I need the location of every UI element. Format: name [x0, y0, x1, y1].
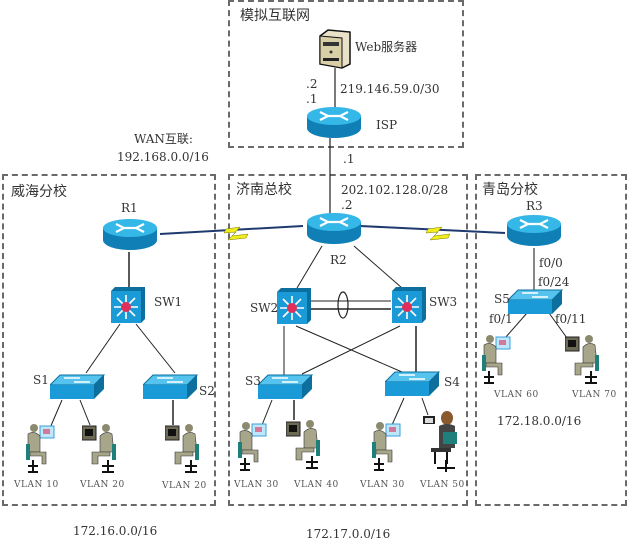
- host-vlan-label: VLAN 20: [80, 480, 125, 490]
- serial-bolt-icon: [425, 226, 451, 241]
- r3-port-label: f0/0: [539, 256, 563, 270]
- s1-switch-icon[interactable]: [50, 373, 106, 401]
- link-s5-host-a: [504, 312, 528, 339]
- wan-subnet-label: 192.168.0.0/16: [117, 150, 209, 164]
- s5-uplink-port-label: f0/24: [538, 275, 570, 289]
- server-label: Web服务器: [355, 40, 418, 54]
- zone-jinan-subnet: 172.17.0.0/16: [306, 527, 391, 541]
- isp-label: ISP: [376, 118, 398, 132]
- s1-label: S1: [33, 373, 49, 387]
- link-s1-host: [79, 399, 91, 426]
- r1-router-icon[interactable]: [100, 218, 160, 252]
- s5-label: S5: [494, 292, 510, 306]
- sw2-multilayer-switch-icon[interactable]: [275, 288, 313, 326]
- sw3-multilayer-switch-icon[interactable]: [390, 287, 428, 325]
- serial-bolt-icon: [223, 226, 249, 241]
- s3-label: S3: [245, 374, 261, 388]
- zone-qingdao-title: 青岛分校: [482, 182, 538, 198]
- s5-port-b-label: f0/11: [555, 312, 587, 326]
- host-vlan-label: VLAN 50: [420, 480, 465, 490]
- host-vlan-label: VLAN 10: [14, 480, 59, 490]
- host-workstation-icon[interactable]: [480, 333, 516, 387]
- s3-switch-icon[interactable]: [258, 373, 314, 401]
- host-workstation-icon[interactable]: [370, 420, 406, 474]
- isp-upstream-ip-label: .1: [306, 92, 318, 106]
- host-workstation-icon[interactable]: [24, 422, 60, 476]
- link-r2-sw2: [296, 245, 323, 289]
- host-vlan-label: VLAN 60: [494, 390, 539, 400]
- server-ip-label: .2: [306, 77, 318, 91]
- wan-label: WAN互联:: [134, 132, 193, 146]
- host-laptop-user-icon[interactable]: [421, 408, 461, 474]
- host-workstation-icon[interactable]: [565, 333, 601, 387]
- host-workstation-icon[interactable]: [82, 422, 118, 476]
- host-workstation-icon[interactable]: [165, 422, 201, 476]
- s5-port-a-label: f0/1: [489, 312, 513, 326]
- etherchannel-icon: [337, 291, 349, 319]
- link-sw1-s2: [135, 323, 176, 374]
- link-sw1-s1: [85, 323, 121, 374]
- host-vlan-label: VLAN 40: [294, 480, 339, 490]
- link-s3-host: [261, 399, 273, 426]
- link-s4-host: [391, 397, 405, 426]
- sw1-multilayer-switch-icon[interactable]: [109, 287, 147, 325]
- s2-switch-icon[interactable]: [143, 373, 199, 401]
- link-sw2-s4: [295, 325, 403, 373]
- zone-internet: [228, 0, 464, 148]
- s4-switch-icon[interactable]: [385, 370, 441, 398]
- web-server-icon[interactable]: [316, 28, 354, 70]
- r3-router-icon[interactable]: [505, 213, 563, 249]
- host-vlan-label: VLAN 30: [234, 480, 279, 490]
- host-workstation-icon[interactable]: [236, 420, 272, 474]
- zone-jinan-title: 济南总校: [236, 182, 292, 198]
- zone-weihai-title: 威海分校: [11, 184, 67, 200]
- isp-downstream-ip-label: .1: [343, 152, 355, 166]
- host-vlan-label: VLAN 70: [572, 390, 617, 400]
- r2-label: R2: [330, 253, 347, 267]
- r2-router-icon[interactable]: [305, 212, 363, 246]
- isp-link-subnet-label: 202.102.128.0/28: [341, 183, 449, 197]
- zone-jinan: [228, 174, 468, 506]
- link-sw3-s3: [301, 325, 401, 375]
- zone-internet-title: 模拟互联网: [240, 8, 310, 24]
- s4-label: S4: [444, 375, 460, 389]
- host-vlan-label: VLAN 20: [162, 481, 207, 491]
- host-workstation-icon[interactable]: [286, 418, 322, 472]
- r1-label: R1: [121, 201, 138, 215]
- zone-qingdao-subnet: 172.18.0.0/16: [497, 414, 582, 428]
- r3-label: R3: [526, 199, 543, 213]
- zone-weihai: [2, 174, 216, 506]
- link-s1-host: [49, 399, 63, 429]
- r2-ip-label: .2: [341, 198, 353, 212]
- s5-switch-icon[interactable]: [508, 288, 564, 316]
- sw1-label: SW1: [154, 295, 183, 309]
- isp-router-icon[interactable]: [305, 106, 363, 140]
- link-s5-host-b: [548, 312, 568, 339]
- link-r2-sw3: [353, 245, 403, 289]
- host-vlan-label: VLAN 30: [360, 480, 405, 490]
- link-s4-host: [421, 397, 429, 416]
- zone-qingdao: [475, 174, 627, 506]
- internet-subnet-label: 219.146.59.0/30: [340, 82, 440, 96]
- sw2-label: SW2: [250, 301, 279, 315]
- sw3-label: SW3: [429, 295, 458, 309]
- zone-weihai-subnet: 172.16.0.0/16: [73, 524, 158, 538]
- s2-label: S2: [199, 384, 215, 398]
